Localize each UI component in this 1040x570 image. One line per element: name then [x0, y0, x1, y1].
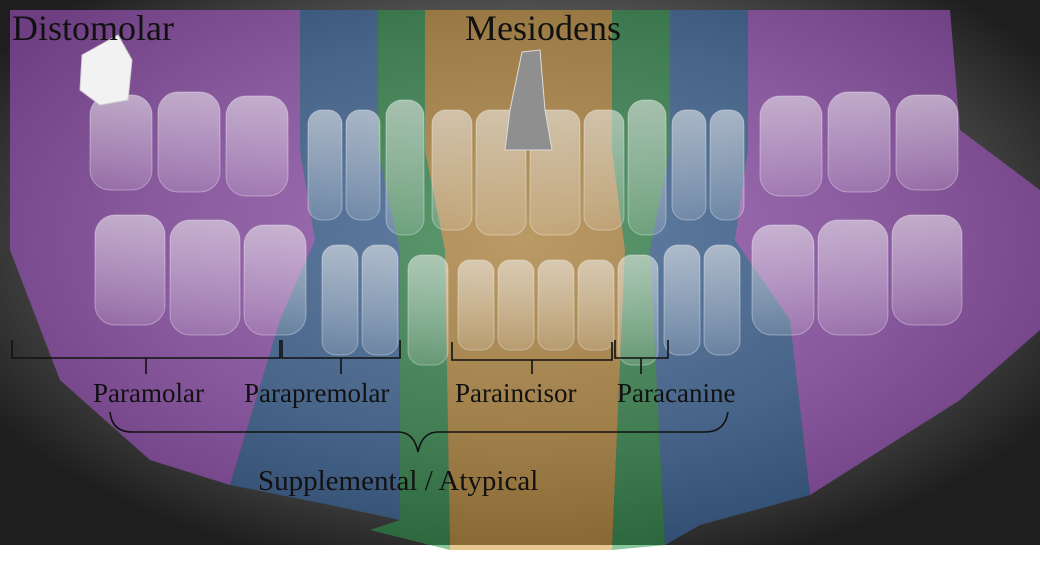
parapremolar-label: Parapremolar: [244, 380, 389, 407]
tooth: [760, 96, 822, 196]
tooth: [408, 255, 448, 365]
tooth: [704, 245, 740, 355]
paracanine-label: Paracanine: [617, 380, 735, 407]
tooth: [322, 245, 358, 355]
tooth: [458, 260, 494, 350]
supplemental-atypical-label: Supplemental / Atypical: [258, 467, 538, 496]
tooth: [226, 96, 288, 196]
tooth: [498, 260, 534, 350]
tooth: [584, 110, 624, 230]
tooth: [346, 110, 380, 220]
tooth: [578, 260, 614, 350]
tooth: [672, 110, 706, 220]
mesiodens-label: Mesiodens: [465, 10, 621, 46]
tooth: [432, 110, 472, 230]
tooth: [386, 100, 424, 235]
distomolar-label: Distomolar: [12, 10, 174, 46]
tooth: [828, 92, 890, 192]
tooth: [892, 215, 962, 325]
tooth: [710, 110, 744, 220]
paraincisor-label: Paraincisor: [455, 380, 576, 407]
paramolar-label: Paramolar: [93, 380, 204, 407]
tooth: [618, 255, 658, 365]
tooth: [95, 215, 165, 325]
tooth: [628, 100, 666, 235]
tooth: [538, 260, 574, 350]
tooth: [362, 245, 398, 355]
tooth: [244, 225, 306, 335]
tooth: [818, 220, 888, 335]
tooth: [664, 245, 700, 355]
tooth: [170, 220, 240, 335]
tooth: [308, 110, 342, 220]
tooth: [896, 95, 958, 190]
tooth: [158, 92, 220, 192]
tooth: [90, 95, 152, 190]
tooth: [752, 225, 814, 335]
